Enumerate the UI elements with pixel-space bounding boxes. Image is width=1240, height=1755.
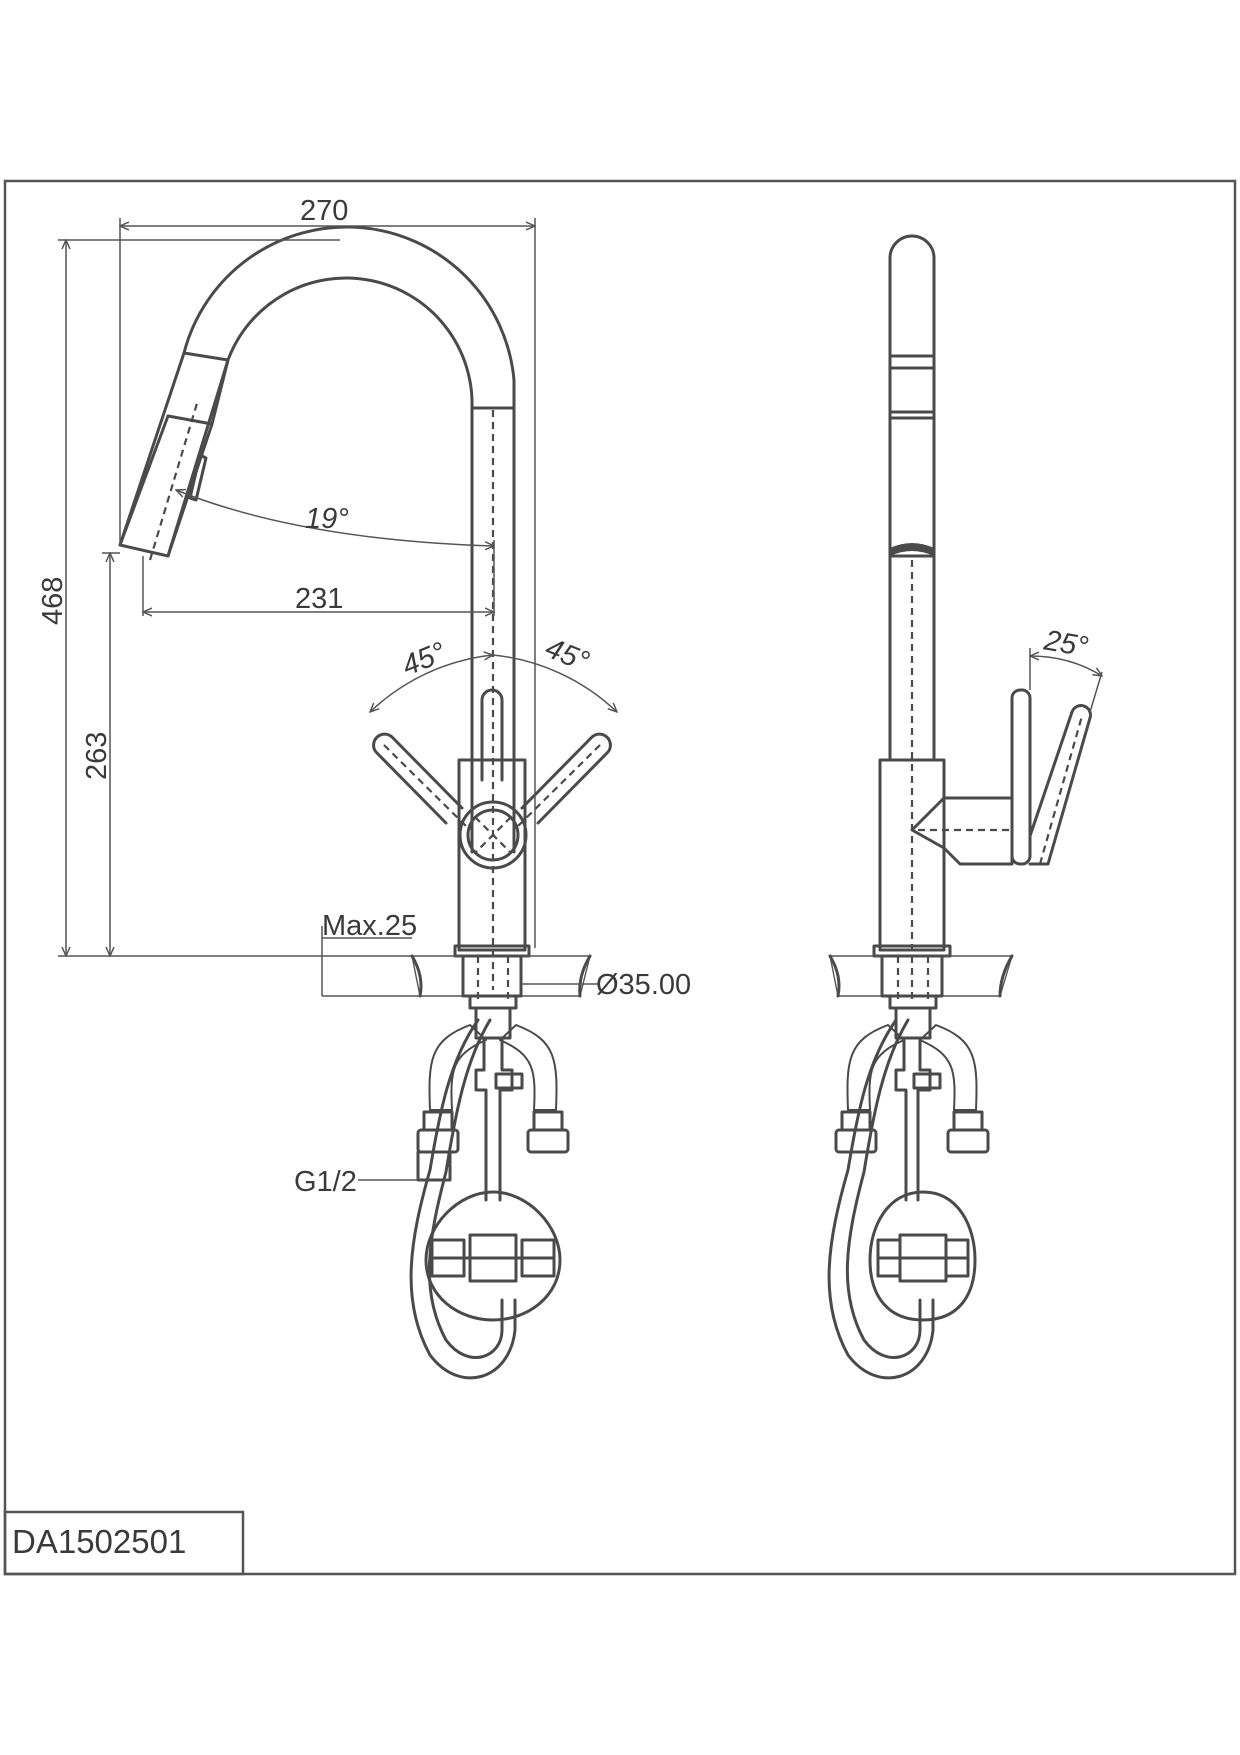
angle-handle-side: 25° xyxy=(1041,624,1091,663)
side-view xyxy=(827,234,1092,1380)
angle-handle-left: 45° xyxy=(398,636,451,682)
dim-thread: G1/2 xyxy=(294,1166,357,1198)
dim-width-total: 270 xyxy=(300,195,348,227)
part-number: DA1502501 xyxy=(12,1523,186,1560)
dim-spout-height: 263 xyxy=(81,732,113,780)
side-dimensions: 25° xyxy=(1030,624,1102,713)
dim-height-total: 468 xyxy=(37,577,69,625)
front-dimensions: 270 468 263 231 19° 45° 45° Max.25 Ø35.0… xyxy=(37,195,691,1198)
drawing-frame xyxy=(3,179,1237,1576)
title-block xyxy=(3,1510,245,1576)
dim-reach: 231 xyxy=(295,583,343,615)
angle-spray-head: 19° xyxy=(305,503,349,535)
dim-max-deck: Max.25 xyxy=(322,910,417,942)
dim-hole-diameter: Ø35.00 xyxy=(596,969,691,1001)
angle-handle-right: 45° xyxy=(541,632,594,678)
front-view xyxy=(118,225,612,1380)
